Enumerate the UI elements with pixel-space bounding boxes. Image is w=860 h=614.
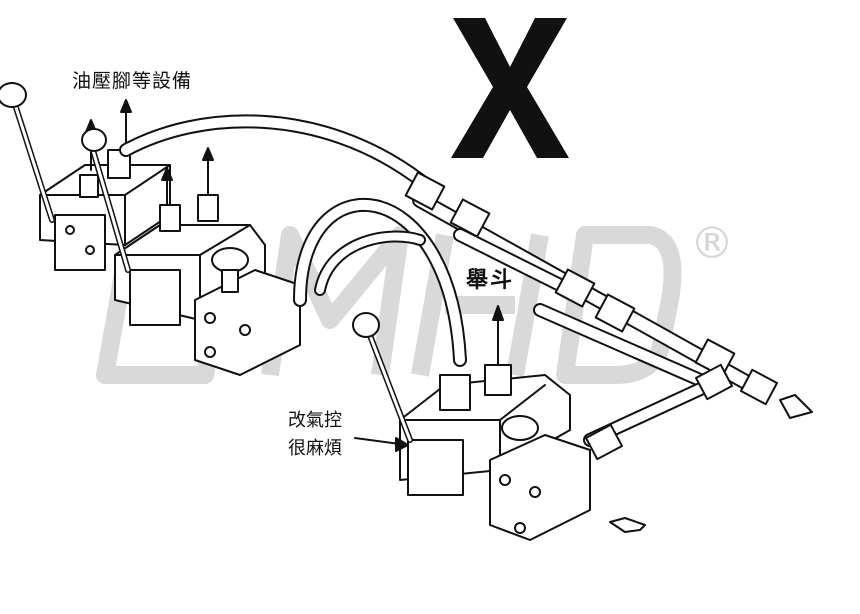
valve-bank-right bbox=[352, 305, 591, 541]
valve-bank-middle bbox=[81, 128, 301, 376]
modify-note-line1: 改氣控 bbox=[288, 410, 342, 431]
wrong-x-mark bbox=[451, 18, 569, 158]
hydraulic-feet-label: 油壓腳等設備 bbox=[72, 70, 193, 92]
valve-bank-left bbox=[0, 82, 171, 271]
registered-mark: ® bbox=[690, 218, 734, 269]
modify-note-line2: 很麻煩 bbox=[288, 438, 342, 459]
bucket-label: 舉斗 bbox=[466, 268, 515, 293]
hydraulic-hoses bbox=[119, 114, 813, 533]
